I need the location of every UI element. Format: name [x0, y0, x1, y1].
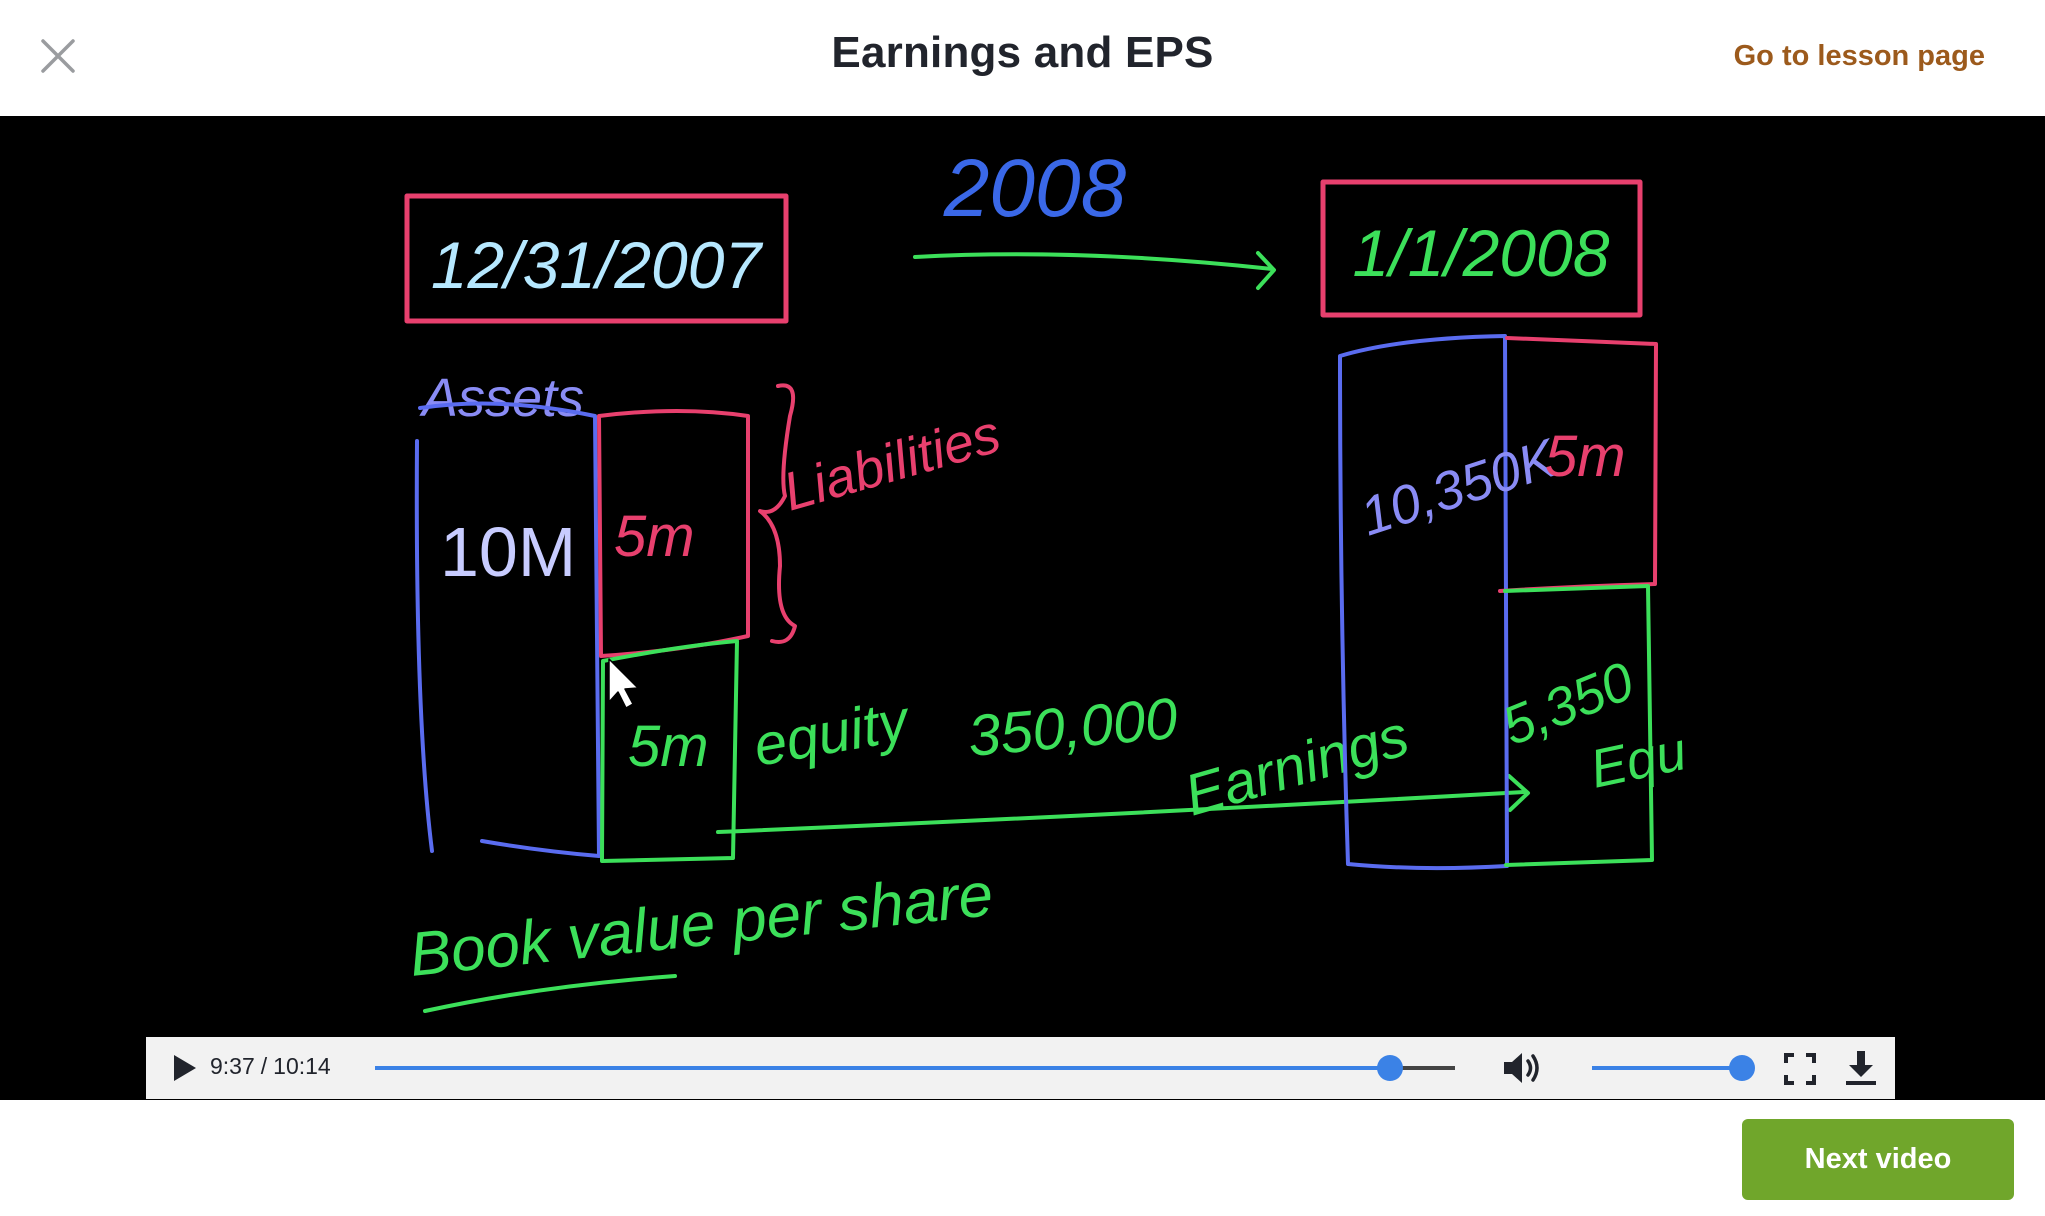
book-value-underline — [423, 974, 677, 1013]
volume-slider[interactable] — [1592, 1055, 1755, 1081]
liabilities-label: Liabilities — [777, 404, 1007, 523]
book-value-label: Book value per share — [406, 860, 996, 990]
volume-level — [1592, 1066, 1742, 1070]
download-button[interactable] — [1843, 1049, 1879, 1087]
date-right-text: 1/1/2008 — [1353, 216, 1610, 290]
play-button[interactable] — [166, 1051, 200, 1085]
equity-box-right — [1503, 584, 1654, 867]
date-box-right — [1320, 179, 1643, 318]
seek-progress — [375, 1066, 1391, 1070]
liabilities-left-value: 5m — [614, 504, 695, 569]
earnings-label: Earnings — [1178, 703, 1416, 829]
time-separator: / — [260, 1053, 268, 1079]
time-display: 9:37/10:14 — [210, 1053, 331, 1080]
year-label: 2008 — [943, 143, 1127, 234]
liabilities-brace — [758, 383, 797, 644]
play-icon — [174, 1055, 196, 1081]
seek-handle[interactable] — [1377, 1055, 1404, 1081]
modal-header: Earnings and EPS Go to lesson page — [0, 0, 2045, 116]
earnings-arrow — [716, 790, 1526, 834]
video-blackboard: 12/31/2007 2008 1/1/2008 Assets 10M 5m L… — [404, 143, 1691, 1013]
date-box-left — [404, 193, 789, 324]
assets-box — [414, 401, 601, 858]
page-title: Earnings and EPS — [831, 28, 1214, 77]
liabilities-right-value: 5m — [1545, 424, 1626, 489]
seek-bar[interactable] — [375, 1055, 1455, 1081]
assets-right-value: 10,350K — [1353, 428, 1565, 548]
close-icon — [41, 39, 75, 73]
download-icon — [1846, 1051, 1876, 1085]
fullscreen-icon — [1784, 1053, 1816, 1085]
assets-box-right — [1338, 334, 1509, 871]
video-controls: 9:37/10:14 — [146, 1037, 1895, 1099]
equity-left-value: 5m — [628, 714, 709, 779]
volume-icon — [1504, 1053, 1539, 1083]
date-left-text: 12/31/2007 — [431, 228, 764, 302]
go-to-lesson-link[interactable]: Go to lesson page — [1733, 40, 1985, 72]
current-time: 9:37 — [210, 1053, 255, 1079]
close-button[interactable] — [38, 36, 78, 76]
video-player[interactable]: 12/31/2007 2008 1/1/2008 Assets 10M 5m L… — [0, 116, 2045, 1100]
cursor-icon — [608, 658, 639, 709]
equity-box — [600, 639, 739, 863]
equity-label: equity — [749, 687, 916, 778]
assets-label: Assets — [419, 368, 584, 428]
earnings-value: 350,000 — [965, 686, 1180, 769]
fullscreen-button[interactable] — [1782, 1051, 1818, 1087]
equity-right-label: Equ — [1585, 721, 1691, 800]
year-arrow — [913, 252, 1274, 271]
volume-button[interactable] — [1500, 1047, 1544, 1089]
volume-handle[interactable] — [1729, 1055, 1755, 1081]
total-time: 10:14 — [273, 1053, 331, 1079]
next-video-button[interactable]: Next video — [1742, 1119, 2014, 1200]
assets-value: 10M — [440, 513, 576, 591]
